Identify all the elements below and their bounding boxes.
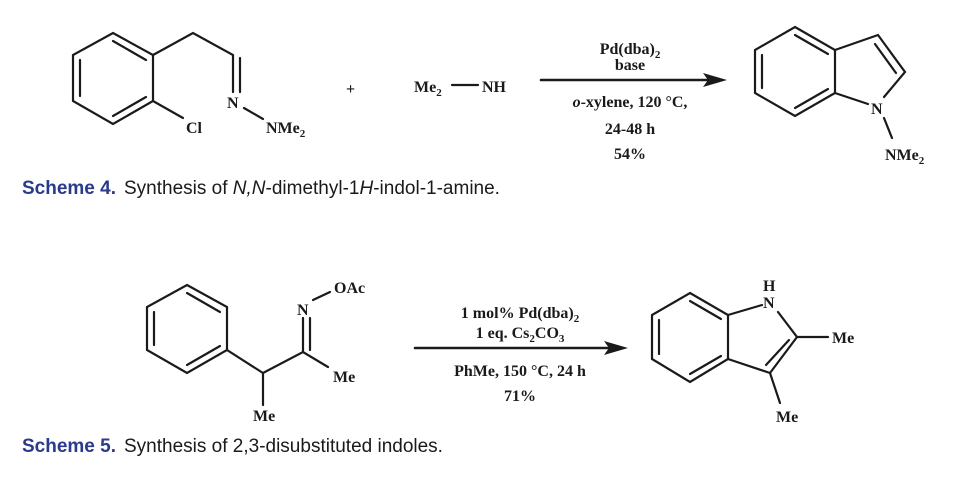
nitrogen-label: N (871, 101, 883, 118)
me-label: Me (333, 369, 355, 386)
scheme5-caption: Scheme 5. Synthesis of 2,3-disubstituted … (22, 436, 443, 458)
nh-label: NH (482, 79, 507, 96)
scheme4-reaction-arrow: Pd(dba)2 base o-xylene, 120 °C, 24-48 h … (539, 41, 727, 163)
subscript: 2 (436, 87, 442, 99)
caption-text: N,N (232, 178, 266, 199)
scheme5-reaction-arrow: 1 mol% Pd(dba)2 1 eq. Cs2CO3 PhMe, 150 °… (413, 305, 628, 405)
solvent-prefix: o (573, 94, 581, 111)
scheme5-product-indole: H N Me Me (650, 278, 854, 426)
scheme4-caption: Scheme 4. Synthesis of N,N-dimethyl-1H-in… (22, 178, 500, 200)
me-label: Me (776, 409, 798, 426)
svg-text:1 mol% Pd(dba)2: 1 mol% Pd(dba)2 (461, 305, 580, 325)
solvent-label: -xylene, 120 °C, (581, 94, 688, 111)
nme2-label: NMe (266, 120, 300, 137)
scheme4-reactant-hydrazone: Cl N NMe2 (71, 31, 306, 140)
base-label: base (615, 57, 645, 74)
subscript: 2 (529, 333, 535, 345)
scheme-number: Scheme 5. (22, 436, 116, 457)
caption-text: Synthesis of 2,3-disubstituted indoles. (124, 436, 443, 457)
subscript: 2 (919, 155, 925, 167)
nitrogen-label: N (227, 95, 239, 112)
caption-text: -indol-1-amine. (373, 178, 500, 199)
svg-text:Pd(dba)2: Pd(dba)2 (600, 41, 661, 61)
yield-label: 71% (504, 388, 536, 405)
subscript: 2 (655, 49, 661, 61)
base-label: CO (535, 325, 559, 342)
svg-text:o-xylene, 120 °C,: o-xylene, 120 °C, (573, 94, 688, 111)
oac-label: OAc (334, 280, 365, 297)
subscript: 3 (559, 333, 565, 345)
scheme5-reactant-oxime-acetate: N OAc Me Me (145, 280, 365, 425)
me-label: Me (253, 408, 275, 425)
caption-text: H (359, 178, 374, 199)
base-label: 1 eq. Cs (476, 325, 530, 342)
svg-text:NMe2: NMe2 (266, 120, 306, 140)
nme2-label: NMe (885, 147, 919, 164)
chlorine-label: Cl (186, 120, 203, 137)
plus-sign: + (346, 81, 355, 98)
subscript: 2 (574, 313, 580, 325)
yield-label: 54% (614, 146, 646, 163)
svg-text:NMe2: NMe2 (885, 147, 925, 167)
me-label: Me (414, 79, 436, 96)
caption-text: Synthesis of (124, 178, 233, 199)
scheme4-reactant-dimethylamine: Me2 NH (414, 79, 507, 99)
catalyst-label: 1 mol% Pd(dba) (461, 305, 574, 322)
nitrogen-label: N (297, 302, 309, 319)
svg-text:Me2: Me2 (414, 79, 442, 99)
solvent-label: PhMe, 150 °C, 24 h (454, 363, 586, 380)
me-label: Me (832, 330, 854, 347)
scheme-number: Scheme 4. (22, 178, 116, 199)
time-label: 24-48 h (605, 121, 655, 138)
hydrogen-label: H (763, 278, 776, 295)
subscript: 2 (300, 128, 306, 140)
catalyst-label: Pd(dba) (600, 41, 655, 58)
caption-text: -dimethyl-1 (265, 178, 360, 199)
svg-text:1 eq. Cs2CO3: 1 eq. Cs2CO3 (476, 325, 565, 345)
nitrogen-label: N (763, 295, 775, 312)
scheme4-product-indole: N NMe2 (753, 25, 925, 167)
